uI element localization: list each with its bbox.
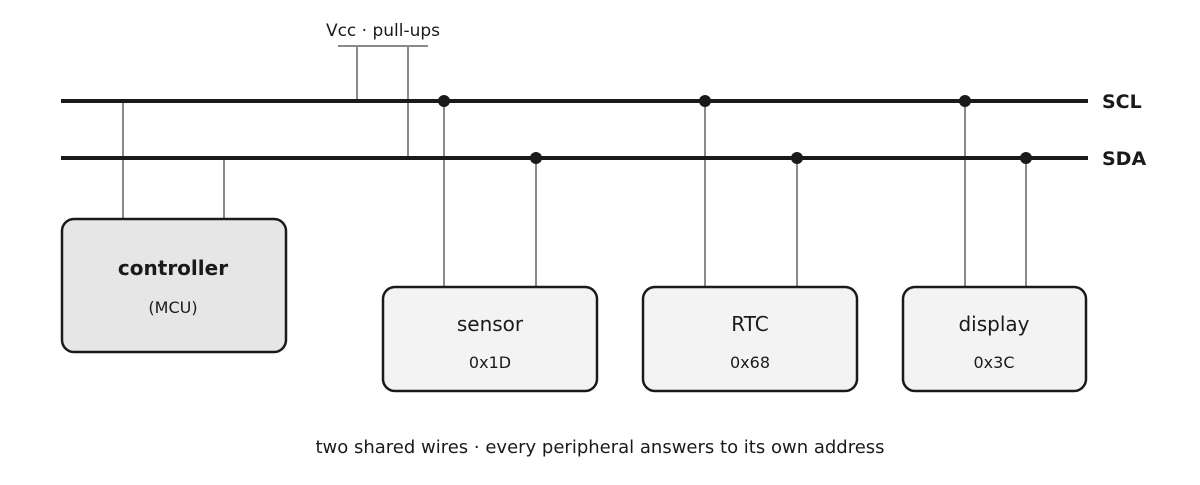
sensor-node: sensor 0x1D (381, 285, 599, 393)
rtc-node: RTC 0x68 (641, 285, 859, 393)
sensor-sda-junction (530, 152, 542, 164)
controller-box (60, 217, 288, 354)
rtc-scl-junction (699, 95, 711, 107)
display-scl-junction (959, 95, 971, 107)
display-node: display 0x3C (901, 285, 1088, 393)
controller-node: controller (MCU) (60, 217, 288, 354)
rtc-sda-junction (791, 152, 803, 164)
rtc-address: 0x68 (730, 353, 770, 372)
display-name: display (958, 312, 1029, 336)
controller-name: controller (118, 256, 228, 280)
pullup-label: Vcc · pull-ups (326, 21, 440, 41)
sensor-box (381, 285, 599, 393)
rtc-box (641, 285, 859, 393)
controller-subtitle: (MCU) (148, 298, 197, 317)
display-address: 0x3C (974, 353, 1015, 372)
sensor-address: 0x1D (469, 353, 511, 372)
rtc-name: RTC (731, 312, 768, 336)
display-sda-junction (1020, 152, 1032, 164)
diagram-caption: two shared wires · every peripheral answ… (315, 437, 884, 458)
scl-label: SCL (1102, 91, 1142, 113)
sensor-name: sensor (457, 312, 524, 336)
sda-label: SDA (1102, 148, 1146, 170)
sensor-scl-junction (438, 95, 450, 107)
display-box (901, 285, 1088, 393)
